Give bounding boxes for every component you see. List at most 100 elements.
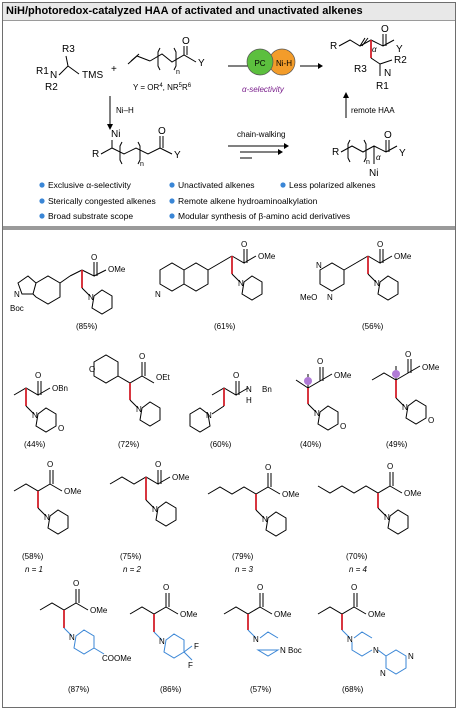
amide-chain — [211, 381, 249, 396]
product-o: O — [381, 24, 389, 35]
intermediate-bracket-r — [137, 141, 141, 165]
atom-label: N — [69, 633, 75, 642]
chain-length-label: n = 4 — [349, 565, 368, 574]
walked-bonds — [340, 140, 398, 164]
chain-length-label: n = 3 — [235, 565, 254, 574]
quaternary-center-icon — [304, 377, 312, 385]
atom-label: F — [194, 642, 199, 651]
atom-label: N — [238, 279, 244, 288]
yield-label: (86%) — [160, 685, 182, 694]
thp-ring — [93, 354, 131, 384]
piperidine-ring — [63, 627, 105, 655]
walked-ni: Ni — [369, 168, 378, 179]
arrow-head-catalyst — [318, 63, 323, 69]
product-bracket — [359, 37, 369, 47]
atom-label: N — [44, 513, 50, 522]
atom-label: OBn — [52, 384, 68, 393]
feature-text: Remote alkene hydroaminoalkylation — [178, 196, 318, 206]
nih-label: Ni-H — [276, 59, 292, 68]
ester-chain — [355, 249, 393, 264]
ester-chain — [317, 593, 367, 615]
compound-boc-piperazine: O OMe N N Boc (57%) — [223, 583, 302, 694]
feature-text: Unactivated alkenes — [178, 180, 255, 190]
bullet-icon — [39, 182, 45, 188]
atom-label: O — [351, 583, 357, 592]
y-definition: Y = OR4, NR5R6 — [133, 83, 192, 92]
feature-item: Sterically congested alkenes — [39, 196, 156, 206]
atom-label: O — [91, 253, 97, 262]
compound-n2: O OMe N (75%) n = 2 — [109, 460, 190, 574]
compound-quaternary-40: O OMe N O (40%) — [295, 357, 352, 449]
bullet-icon — [39, 198, 45, 204]
atom-label: N — [280, 646, 286, 655]
compound-n3: O OMe N (79%) n = 3 — [207, 463, 300, 574]
atom-label: OMe — [64, 487, 82, 496]
ydef-sup2: 5 — [179, 83, 183, 89]
ester-chain — [13, 381, 51, 396]
feature-text: Exclusive α-selectivity — [48, 180, 132, 190]
remote-haa-label: remote HAA — [351, 106, 395, 115]
intermediate-n-sub: n — [140, 161, 144, 168]
feature-item: Exclusive α-selectivity — [39, 180, 132, 190]
chain-walking-label: chain-walking — [237, 130, 285, 139]
atom-label: Boc — [10, 304, 24, 313]
yield-label: (85%) — [76, 322, 98, 331]
product-r2: R2 — [394, 55, 407, 66]
atom-label: OMe — [404, 489, 422, 498]
atom-label: N — [155, 290, 161, 299]
atom-label: N — [14, 290, 20, 299]
ester-chain — [295, 367, 333, 389]
chain-walk-head-2 — [278, 149, 283, 155]
morpholine — [25, 405, 57, 433]
chain — [109, 470, 171, 485]
ester-chain — [129, 362, 155, 384]
compound-n4: O OMe N (70%) n = 4 — [317, 462, 422, 574]
atom-label: N — [384, 513, 390, 522]
atom-label: OMe — [172, 473, 190, 482]
intermediate-y: Y — [174, 150, 181, 161]
atom-label: N — [402, 403, 408, 412]
atom-label: O — [47, 460, 53, 469]
atom-label: N — [253, 635, 259, 644]
intermediate-bracket-l — [119, 141, 123, 165]
chain — [207, 473, 281, 495]
atom-label: OMe — [90, 606, 108, 615]
chain — [317, 472, 403, 494]
pyrimidinyl-piperazine-rings — [341, 629, 407, 675]
label-n: N — [50, 70, 57, 81]
chain-length-label: n = 2 — [123, 565, 142, 574]
atom-label: Boc — [288, 646, 302, 655]
bullet-icon — [169, 198, 175, 204]
plus-sign: + — [111, 64, 117, 75]
walked-n-sub: n — [366, 159, 370, 166]
atom-label: O — [428, 416, 434, 425]
compound-difluoropiperidine: O OMe N F F (86%) — [129, 583, 199, 694]
atom-label: OEt — [156, 373, 171, 382]
atom-label: O — [139, 352, 145, 361]
alpha-selectivity-label: α-selectivity — [242, 85, 285, 94]
feature-item: Broad substrate scope — [39, 211, 133, 221]
ydef-prefix: Y = OR — [133, 83, 160, 92]
pyridine-ring — [159, 262, 185, 292]
yield-label: (49%) — [386, 440, 408, 449]
arrowhead-down-nih — [107, 124, 113, 130]
alkene-reagent: n O Y — [127, 36, 205, 76]
atom-label: OMe — [108, 265, 126, 274]
compound-indole: N Boc O OMe N (85%) — [10, 253, 126, 331]
atom-label: O — [163, 583, 169, 592]
ester-chain — [371, 359, 421, 381]
yield-label: (61%) — [214, 322, 236, 331]
intermediate-r: R — [92, 149, 99, 160]
yield-label: (57%) — [250, 685, 272, 694]
atom-label: O — [377, 240, 383, 249]
intermediate-ni: Ni — [111, 129, 120, 140]
chain — [13, 470, 63, 492]
pyrimidine-ring — [319, 262, 357, 292]
quaternary-center-icon — [392, 370, 400, 378]
piperidine — [255, 509, 287, 537]
atom-label: N — [246, 385, 252, 394]
atom-label: OMe — [258, 252, 276, 261]
feature-item: Modular synthesis of β-amino acid deriva… — [169, 211, 350, 221]
